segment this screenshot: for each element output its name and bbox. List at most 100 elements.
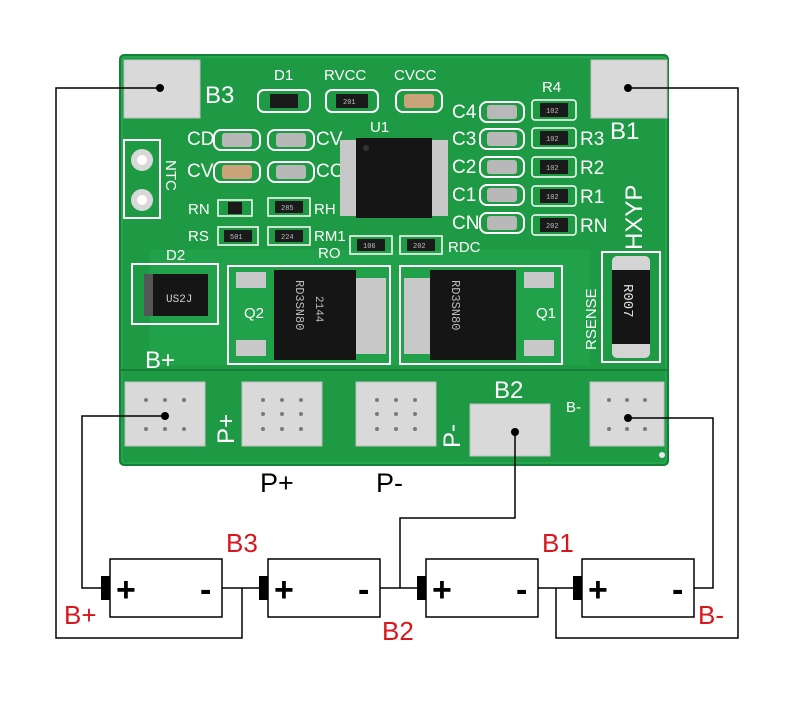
junction-b-plus-pad [161,412,169,420]
cn-outline [479,212,525,234]
r3-body [540,131,568,145]
battery-cell-1: + - [101,558,223,618]
silk-b3: B3 [205,82,234,109]
rs-code: 501 [230,234,243,242]
c1-body [487,188,517,202]
silk-b2: B2 [494,377,523,404]
junction-b2-pad [511,428,519,436]
d2-outline [131,263,219,325]
cc-body [276,165,306,179]
junction-b1-pad [624,84,632,92]
rn-right-body [540,218,568,232]
silk-c2: C2 [452,157,476,178]
silk-rh: RH [314,201,336,218]
silk-p-plus: P+ [213,414,240,444]
pcb-board: B3 B1 D1 RVCC 201 CVCC R4 102 CD CV CV C… [119,54,669,466]
c4-outline [479,101,525,123]
silk-r4: R4 [542,79,561,96]
wiring [55,87,739,639]
rh-body [275,201,303,213]
silk-cvcc: CVCC [394,67,437,84]
silk-rm1: RM1 [314,228,346,245]
silk-cn: CN [452,213,479,234]
q2-body [274,270,356,360]
cv-bottom-body [222,165,252,179]
silk-brand: HXYP [621,185,648,250]
silk-rdc: RDC [448,239,481,256]
rdc-body [407,239,435,251]
r4-body [540,103,568,117]
rs-outline [217,226,259,246]
silk-rsense: RSENSE [583,288,600,350]
cell-4-body [581,558,695,618]
ro-code: 106 [363,243,376,251]
wire-b-plus [81,415,165,589]
r2-outline [531,156,577,178]
wire-junctions [156,84,632,436]
rsense-outline [601,251,661,363]
r1-body [540,189,568,203]
rn-left-body [228,202,242,214]
rn-right-code: 202 [546,223,559,231]
cell-2-minus: - [358,571,369,609]
silk-cd: CD [187,129,214,150]
cvcc-body [404,94,434,108]
silk-r2: R2 [580,158,604,179]
silk-ro: RO [318,245,341,262]
cell-2-terminal [259,576,268,600]
silk-c4: C4 [452,102,477,123]
cd-body [222,133,252,147]
r4-outline [531,99,577,121]
q2-lead-1 [236,272,266,288]
silk-cv-left: CV [187,161,214,182]
silk-cc: CC [316,161,343,182]
wire-b-minus [628,417,714,589]
silk-ntc: NTC [162,160,179,191]
silk-u1: U1 [370,119,389,136]
silk-q2: Q2 [244,305,264,322]
ntc-hole-1-center [137,155,147,165]
d2-body [144,274,208,316]
battery-cell-4: + - [573,558,695,618]
wire-b1 [555,87,739,639]
d1-body [270,94,298,108]
u1-pin1-mark [363,145,369,151]
junction-b3-pad [156,84,164,92]
ro-outline [349,235,393,255]
battery-cell-2: + - [259,558,381,618]
rdc-outline [399,235,443,255]
ro-body [357,239,385,251]
cell-1-terminal [101,576,110,600]
label-p-minus: P- [376,468,403,498]
q1-lead-2 [524,340,554,356]
rn-left-outline [217,199,253,217]
rvcc-code: 201 [343,99,356,107]
c3-body [487,132,517,146]
r4-code: 102 [546,108,559,116]
cell-1-minus: - [200,571,211,609]
r2-code: 102 [546,165,559,173]
label-b-plus: B+ [64,600,97,630]
junction-b-minus-pad [624,414,632,422]
battery-cell-3: + - [417,558,539,618]
cv-bottom-outline [213,161,261,183]
label-b1: B1 [542,528,574,558]
label-p-plus: P+ [260,468,294,498]
silk-rs: RS [188,228,209,245]
cell-1-body [109,558,223,618]
board-fiducial [659,452,665,458]
silk-d2: D2 [166,247,185,264]
u1-body [356,138,432,218]
silk-cv-right: CV [316,129,343,150]
q1-tab [404,278,434,354]
cell-3-minus: - [516,571,527,609]
rm1-code: 224 [281,234,294,242]
silk-rvcc: RVCC [324,67,366,84]
cell-1-plus: + [116,571,136,609]
q2-code: 2144 [312,296,324,323]
d2-marking: US2J [166,294,192,306]
board-edge-highlight [121,56,667,464]
ntc-hole-2-center [137,195,147,205]
cv-top-outline [267,129,315,151]
